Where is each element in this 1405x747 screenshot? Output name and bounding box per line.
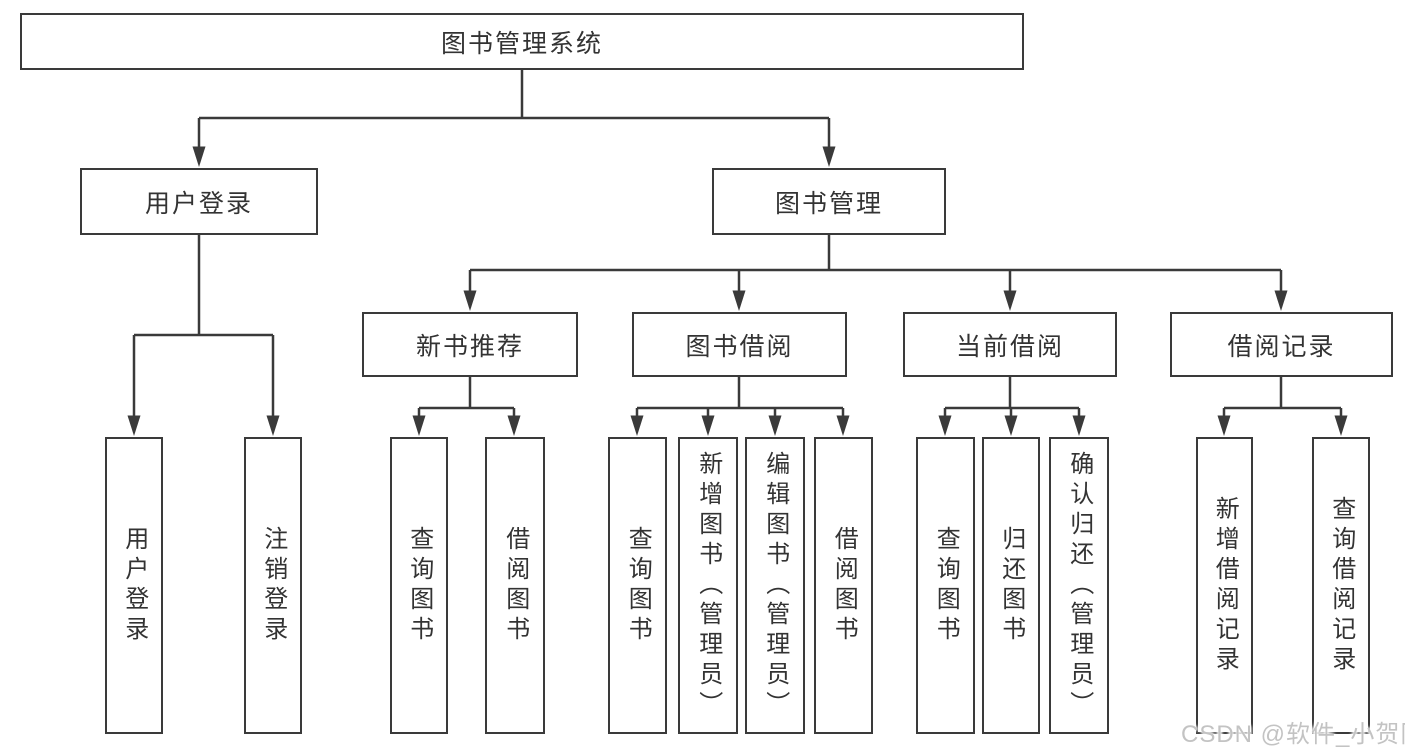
connector-borrow-to-leaves (635, 377, 845, 420)
leaf-add-borrow-record: 新增借阅记录 (1196, 437, 1253, 734)
arrowhead-icon (630, 415, 644, 436)
connector-current-to-leaves (943, 377, 1081, 420)
leaf-label: 编辑图书（管理员） (761, 450, 789, 721)
leaf-label: 查询图书 (932, 525, 960, 646)
arrowhead-icon (1334, 415, 1348, 436)
node-book-borrow: 图书借阅 (632, 312, 847, 377)
leaf-label: 查询图书 (624, 525, 652, 646)
leaf-query-book-1: 查询图书 (390, 437, 448, 734)
arrowhead-icon (938, 415, 952, 436)
leaf-query-borrow-record: 查询借阅记录 (1312, 437, 1370, 734)
connector-login-to-leaves (132, 235, 275, 420)
leaf-query-book-3: 查询图书 (916, 437, 975, 734)
leaf-add-book-admin: 新增图书（管理员） (678, 437, 738, 734)
node-borrow-record: 借阅记录 (1170, 312, 1393, 377)
leaf-label: 新增图书（管理员） (694, 450, 722, 721)
connector-root-to-tier2 (197, 70, 831, 150)
arrowhead-icon (192, 146, 206, 167)
leaf-label: 借阅图书 (501, 525, 529, 646)
node-root-system: 图书管理系统 (20, 13, 1024, 70)
arrowhead-icon (1004, 415, 1018, 436)
leaf-label: 用户登录 (120, 525, 148, 646)
connector-newbook-to-leaves (417, 377, 516, 420)
node-current-borrow: 当前借阅 (903, 312, 1117, 377)
connector-mgmt-to-tier3 (468, 235, 1283, 295)
leaf-logout: 注销登录 (244, 437, 302, 734)
leaf-query-book-2: 查询图书 (608, 437, 667, 734)
arrowhead-icon (768, 415, 782, 436)
arrowhead-icon (732, 290, 746, 311)
leaf-label: 注销登录 (259, 525, 287, 646)
arrowhead-icon (1217, 415, 1231, 436)
leaf-label: 确认归还（管理员） (1065, 450, 1093, 721)
arrowhead-icon (1274, 290, 1288, 311)
leaf-return-book: 归还图书 (982, 437, 1040, 734)
leaf-label: 归还图书 (997, 525, 1025, 646)
node-new-book-recommend: 新书推荐 (362, 312, 578, 377)
leaf-borrow-book-1: 借阅图书 (485, 437, 545, 734)
arrowhead-icon (463, 290, 477, 311)
leaf-label: 新增借阅记录 (1211, 495, 1239, 676)
leaf-user-login: 用户登录 (105, 437, 163, 734)
node-user-login: 用户登录 (80, 168, 318, 235)
arrowhead-icon (412, 415, 426, 436)
connector-record-to-leaves (1222, 377, 1343, 420)
leaf-label: 借阅图书 (830, 525, 858, 646)
leaf-borrow-book-2: 借阅图书 (814, 437, 873, 734)
arrowhead-icon (701, 415, 715, 436)
node-book-management: 图书管理 (712, 168, 946, 235)
arrowhead-icon (127, 415, 141, 436)
leaf-label: 查询图书 (405, 525, 433, 646)
arrowhead-icon (1072, 415, 1086, 436)
arrowhead-icon (507, 415, 521, 436)
arrowhead-icon (1003, 290, 1017, 311)
leaf-label: 查询借阅记录 (1327, 495, 1355, 676)
leaf-edit-book-admin: 编辑图书（管理员） (745, 437, 805, 734)
arrowhead-icon (836, 415, 850, 436)
arrowheads (127, 146, 1348, 436)
connector-lines (132, 70, 1343, 420)
leaf-confirm-return-admin: 确认归还（管理员） (1049, 437, 1109, 734)
arrowhead-icon (822, 146, 836, 167)
arrowhead-icon (266, 415, 280, 436)
csdn-watermark: CSDN @软件_小贺同学 (1181, 721, 1405, 747)
